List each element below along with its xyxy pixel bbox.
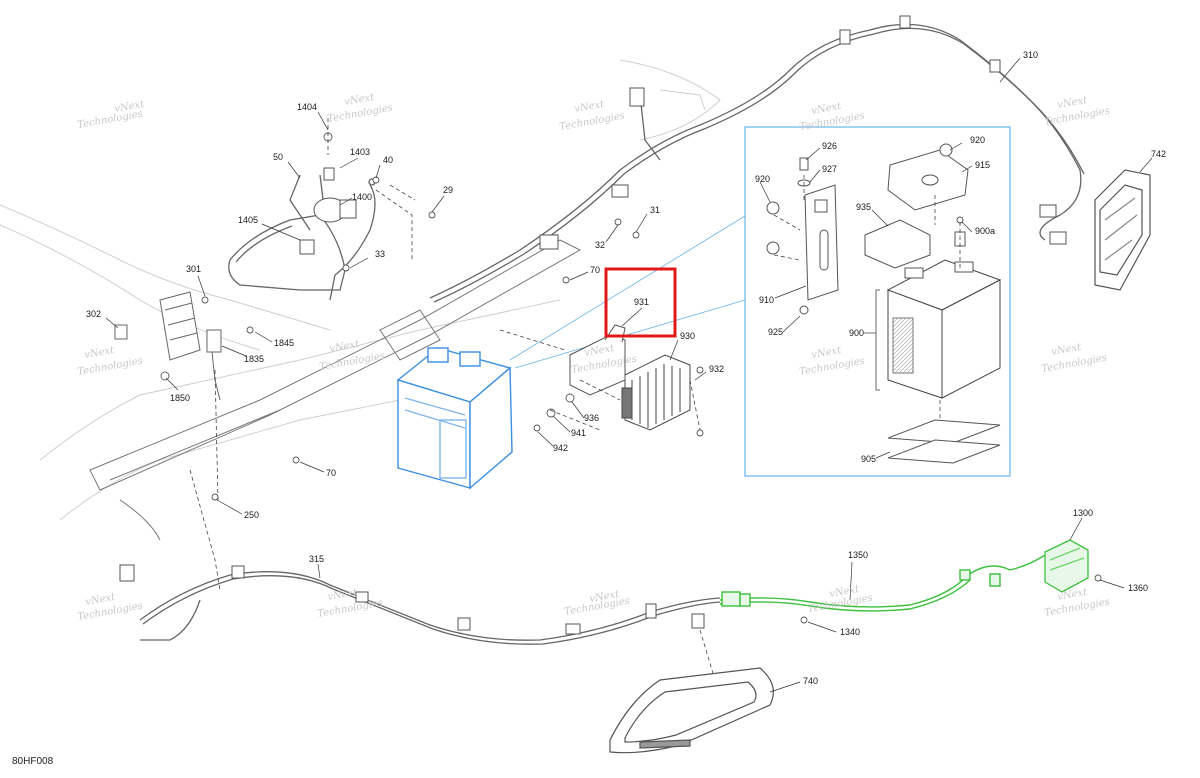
callout-941[interactable]: 941: [571, 428, 586, 438]
harness-1350-highlighted: [719, 554, 1046, 612]
bracket-931: [569, 324, 626, 396]
watermark-10b: Technologies: [1041, 353, 1108, 375]
watermark-3a: vNext: [574, 99, 606, 115]
callout-32[interactable]: 32: [595, 240, 605, 250]
headlight-742: [1094, 169, 1151, 291]
callout-900a[interactable]: 900a: [975, 226, 995, 236]
watermark-7a: vNext: [329, 339, 361, 355]
left-bracket-assembly: [114, 291, 222, 401]
callout-1845[interactable]: 1845: [274, 338, 294, 348]
watermark-15b: Technologies: [1044, 597, 1111, 619]
callout-labels: 1404 1403 50 40 1400 29 1405 31 32 33 30…: [86, 50, 1166, 686]
callout-310[interactable]: 310: [1023, 50, 1038, 60]
watermark-4a: vNext: [811, 101, 843, 117]
callout-1340[interactable]: 1340: [840, 627, 860, 637]
callout-931[interactable]: 931: [634, 297, 649, 307]
callout-50[interactable]: 50: [273, 152, 283, 162]
watermark-13a: vNext: [589, 589, 621, 605]
callout-900[interactable]: 900: [849, 328, 864, 338]
watermark-3b: Technologies: [559, 111, 626, 133]
watermark-12a: vNext: [327, 587, 359, 603]
callout-742[interactable]: 742: [1151, 149, 1166, 159]
callout-70-lower[interactable]: 70: [326, 468, 336, 478]
callout-915[interactable]: 915: [975, 160, 990, 170]
callout-1835[interactable]: 1835: [244, 354, 264, 364]
dashed-leaders: [189, 118, 936, 681]
tail-light-740: [609, 667, 774, 754]
watermark-2b: Technologies: [327, 103, 394, 125]
watermark-2a: vNext: [344, 92, 376, 108]
watermark-5b: Technologies: [1044, 106, 1111, 128]
callout-935[interactable]: 935: [856, 202, 871, 212]
callout-1350[interactable]: 1350: [848, 550, 868, 560]
callout-1850[interactable]: 1850: [170, 393, 190, 403]
callout-932[interactable]: 932: [709, 364, 724, 374]
callout-1360[interactable]: 1360: [1128, 583, 1148, 593]
callout-1400[interactable]: 1400: [352, 192, 372, 202]
selected-part-highlight-box[interactable]: [604, 267, 677, 338]
callout-930[interactable]: 930: [680, 331, 695, 341]
callout-33[interactable]: 33: [375, 249, 385, 259]
module-1300: [1044, 539, 1089, 593]
watermark-8a: vNext: [584, 343, 616, 359]
fasteners: [201, 132, 1102, 624]
watermark-5a: vNext: [1057, 95, 1089, 111]
callout-936[interactable]: 936: [584, 413, 599, 423]
harness-315: [139, 571, 721, 645]
callout-1300[interactable]: 1300: [1073, 508, 1093, 518]
watermark-9a: vNext: [811, 345, 843, 361]
callout-1405[interactable]: 1405: [238, 215, 258, 225]
watermark-6a: vNext: [84, 345, 116, 361]
battery-detail-inset: [744, 126, 1011, 477]
callout-302[interactable]: 302: [86, 309, 101, 319]
callout-250[interactable]: 250: [244, 510, 259, 520]
callout-31[interactable]: 31: [650, 205, 660, 215]
callout-942[interactable]: 942: [553, 443, 568, 453]
watermark-1a: vNext: [114, 99, 146, 115]
callout-leaders: [105, 57, 1153, 693]
watermark-15a: vNext: [1057, 587, 1089, 603]
support-bracket-50: [228, 174, 346, 291]
frame-rail: [89, 239, 582, 541]
watermark-11a: vNext: [85, 592, 117, 608]
battery-highlighted: [396, 347, 513, 490]
callout-927[interactable]: 927: [822, 164, 837, 174]
callout-1403[interactable]: 1403: [350, 147, 370, 157]
callout-315[interactable]: 315: [309, 554, 324, 564]
diagram-code: 80HF008: [12, 756, 54, 767]
callout-920-left[interactable]: 920: [755, 174, 770, 184]
battery-leader-line-2: [514, 299, 746, 369]
watermark-1b: Technologies: [77, 109, 144, 131]
watermark-14a: vNext: [829, 584, 861, 600]
callout-925[interactable]: 925: [768, 327, 783, 337]
watermark-12b: Technologies: [317, 598, 384, 620]
callout-301[interactable]: 301: [186, 264, 201, 274]
chassis-outline: [0, 59, 721, 521]
voltage-regulator-930: [621, 354, 691, 431]
callout-40[interactable]: 40: [383, 155, 393, 165]
relay-1400: [299, 167, 357, 255]
callout-1404[interactable]: 1404: [297, 102, 317, 112]
callout-740[interactable]: 740: [803, 676, 818, 686]
callout-905[interactable]: 905: [861, 454, 876, 464]
watermark-10a: vNext: [1051, 342, 1083, 358]
harness-310-connectors: [539, 15, 1067, 250]
harness-315-connectors: [119, 564, 705, 635]
callout-910[interactable]: 910: [759, 295, 774, 305]
callout-920-right[interactable]: 920: [970, 135, 985, 145]
callout-926[interactable]: 926: [822, 141, 837, 151]
callout-29[interactable]: 29: [443, 185, 453, 195]
callout-70-upper[interactable]: 70: [590, 265, 600, 275]
battery-leader-line: [509, 215, 746, 361]
